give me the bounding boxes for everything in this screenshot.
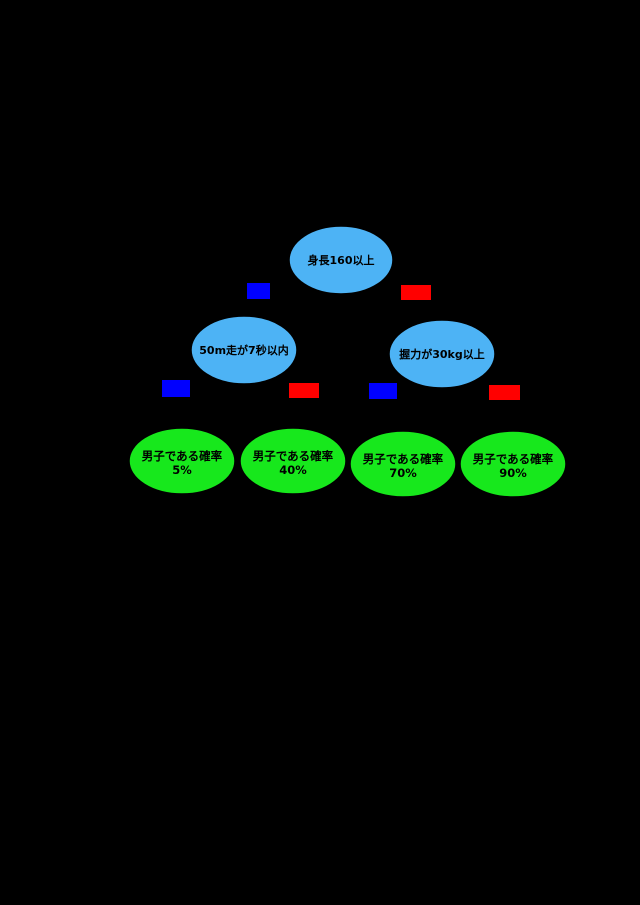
left-question-node: 50m走が7秒以内 [190, 315, 298, 385]
leaf-3-probability: 70% [389, 466, 417, 480]
root-no-tag [401, 285, 431, 300]
leaf-1-probability: 5% [172, 463, 192, 477]
leaf-4-probability: 90% [499, 466, 527, 480]
right-question-node: 握力が30kg以上 [388, 319, 496, 389]
left-no-tag [289, 383, 319, 398]
leaf-1-caption: 男子である確率 [142, 449, 223, 463]
leaf-node-3: 男子である確率 70% [349, 430, 457, 498]
right-yes-tag [369, 383, 397, 399]
leaf-3-caption: 男子である確率 [363, 452, 444, 466]
leaf-4-caption: 男子である確率 [473, 452, 554, 466]
right-question-ellipse [388, 319, 496, 389]
right-question-label: 握力が30kg以上 [399, 347, 485, 361]
right-no-tag [489, 385, 520, 400]
leaf-node-4: 男子である確率 90% [459, 430, 567, 498]
left-question-ellipse [190, 315, 298, 385]
leaf-ellipse-1 [128, 427, 236, 495]
root-question-label: 身長160以上 [308, 253, 375, 267]
left-question-label: 50m走が7秒以内 [199, 343, 288, 357]
root-question-ellipse [288, 225, 394, 295]
root-yes-tag [247, 283, 270, 299]
leaf-ellipse-3 [349, 430, 457, 498]
leaf-node-2: 男子である確率 40% [239, 427, 347, 495]
left-yes-tag [162, 380, 190, 397]
leaf-2-probability: 40% [279, 463, 307, 477]
leaf-2-caption: 男子である確率 [253, 449, 334, 463]
leaf-ellipse-2 [239, 427, 347, 495]
leaf-node-1: 男子である確率 5% [128, 427, 236, 495]
root-question-node: 身長160以上 [288, 225, 394, 295]
leaf-ellipse-4 [459, 430, 567, 498]
